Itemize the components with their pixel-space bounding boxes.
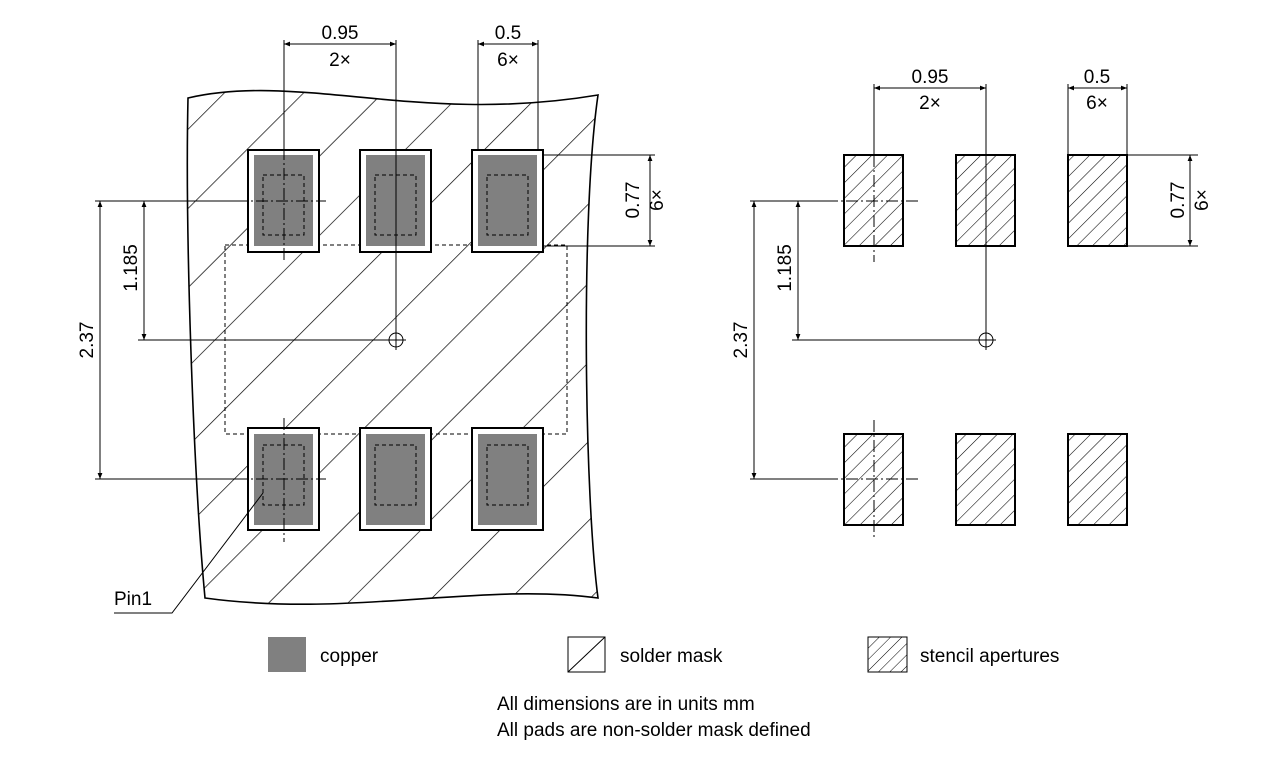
pin1-leader (114, 492, 264, 614)
dim-pad-width-count: 6× (497, 50, 519, 71)
legend-label-stencil-apertures: stencil apertures (920, 646, 1059, 667)
dim-pitch-x (283, 40, 397, 330)
legend-label-copper: copper (320, 646, 379, 667)
dim-pitch-x-right-count: 2× (919, 93, 941, 114)
origin-mark (386, 330, 406, 350)
dim-pad-width-value: 0.5 (495, 23, 521, 44)
stencil-aperture (1067, 433, 1128, 526)
origin-mark-right (976, 330, 996, 350)
stencil-aperture (1067, 154, 1128, 247)
pad-centerlines (236, 128, 326, 542)
legend-item-stencil-apertures: stencil apertures (867, 636, 1059, 673)
dim-pad-width (477, 40, 539, 150)
stencil-swatch (867, 636, 908, 673)
right-view: 0.95 2× 0.5 6× 0.77 6× 1.185 2. (731, 67, 1213, 540)
solder-mask-area (186, 89, 599, 606)
dim-half-row-pitch-value: 1.185 (121, 244, 142, 292)
dim-pad-height-count: 6× (647, 189, 668, 211)
dim-pitch-x-right-value: 0.95 (912, 67, 949, 88)
notes: All dimensions are in units mm All pads … (497, 694, 811, 741)
dim-half-row-pitch-right (750, 200, 976, 341)
dim-row-pitch-value: 2.37 (77, 322, 98, 359)
legend: copper solder mask stencil apertures (268, 636, 1059, 673)
dim-pad-height-right-value: 0.77 (1168, 182, 1189, 219)
pad (471, 149, 544, 253)
stencil-row-bottom (843, 433, 1128, 526)
note-units: All dimensions are in units mm (497, 694, 755, 715)
dim-pitch-x-value: 0.95 (322, 23, 359, 44)
dim-pad-height-value: 0.77 (623, 182, 644, 219)
dim-pad-width-right (1067, 84, 1128, 155)
copper-swatch (268, 637, 306, 672)
dim-pad-width-right-count: 6× (1086, 93, 1108, 114)
left-view: 0.95 2× 0.5 6× 0.77 6× 1.185 2. (77, 23, 668, 614)
stencil-centerlines (826, 135, 918, 540)
dim-pitch-x-count: 2× (329, 50, 351, 71)
dim-pad-width-right-value: 0.5 (1084, 67, 1110, 88)
dim-half-row-pitch (95, 200, 386, 341)
dim-half-row-pitch-right-value: 1.185 (775, 244, 796, 292)
dim-pad-height (543, 154, 655, 247)
legend-item-copper: copper (268, 637, 379, 672)
dim-pad-height-right-count: 6× (1192, 189, 1213, 211)
legend-label-solder-mask: solder mask (620, 646, 723, 667)
dim-row-pitch-right-value: 2.37 (731, 322, 752, 359)
pin1-label: Pin1 (114, 589, 152, 610)
dim-row-pitch (95, 201, 236, 480)
dim-row-pitch-right (750, 201, 826, 480)
pad (471, 427, 544, 531)
stencil-aperture (955, 433, 1016, 526)
dim-pitch-x-right (873, 84, 987, 330)
dim-pad-height-right (1127, 154, 1198, 247)
legend-item-solder-mask: solder mask (567, 636, 723, 673)
pad (359, 427, 432, 531)
note-pads: All pads are non-solder mask defined (497, 720, 811, 741)
